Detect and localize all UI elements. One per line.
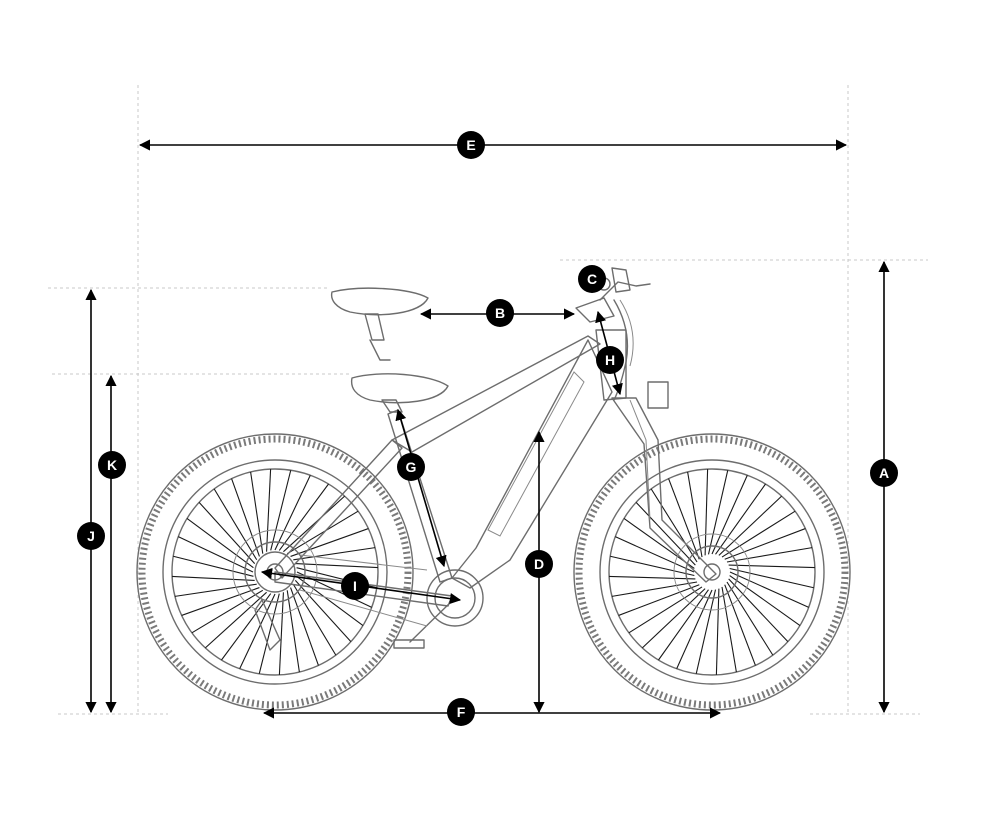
wheel-spoke [658, 589, 709, 661]
wheel-spoke [641, 588, 706, 649]
wheel-spoke [668, 478, 700, 560]
wheel-spoke [704, 469, 709, 556]
dimension-c-badge: C [578, 265, 606, 293]
dimension-g-badge: G [397, 453, 425, 481]
dimension-g-line [395, 408, 447, 568]
wheel-spoke [729, 567, 814, 589]
wheel-spoke [293, 547, 376, 561]
wheel-spoke [290, 528, 369, 557]
wheel-spoke [728, 578, 789, 643]
dimension-g-label: G [406, 459, 417, 475]
dimension-b-label: B [495, 305, 505, 321]
wheel-spoke [610, 555, 695, 577]
dimension-a-badge: A [870, 459, 898, 487]
dimension-e-badge: E [457, 131, 485, 159]
dimension-d-badge: D [525, 550, 553, 578]
wheel-spoke [292, 583, 337, 656]
wheel-spoke [286, 510, 359, 555]
wheel-spoke [250, 471, 264, 554]
dimension-labels: E B C H A K G J [77, 131, 898, 726]
wheel-spoke [283, 495, 346, 553]
wheel-spoke [609, 575, 696, 580]
wheel-spoke [258, 593, 280, 674]
wheel-spoke [729, 575, 801, 626]
dimension-k-label: K [107, 457, 117, 473]
wheel-spoke [611, 581, 698, 597]
wheel-spoke [687, 471, 703, 558]
wheel-spoke [726, 547, 813, 563]
wheel-spoke [615, 536, 695, 573]
wheel-spoke [181, 587, 260, 616]
dimension-f-badge: F [447, 698, 475, 726]
wheel-spoke [728, 564, 815, 569]
wheel-spoke [186, 518, 254, 569]
dimension-i-badge: I [341, 572, 369, 600]
bicycle-drawing [136, 267, 851, 711]
front-wheel [573, 433, 851, 711]
wheel-spoke [172, 575, 255, 581]
dimension-b-badge: B [486, 299, 514, 327]
wheel-spoke [213, 488, 258, 561]
dimension-j-badge: J [77, 522, 105, 550]
wheel-spoke [724, 528, 806, 560]
wheel-spoke [707, 470, 729, 555]
wheel-spoke [726, 581, 774, 656]
wheel-spoke [711, 475, 748, 555]
wheel-spoke [721, 510, 796, 558]
wheel-spoke [178, 536, 254, 573]
wheel-spoke [286, 590, 300, 673]
wheel-spoke [695, 589, 717, 674]
wheel-spoke [715, 483, 766, 555]
seat-raised [330, 287, 429, 361]
wheel-spoke [173, 555, 254, 577]
wheel-spoke [724, 584, 756, 666]
dimension-e-label: E [466, 137, 475, 153]
dimension-k-badge: K [98, 451, 126, 479]
frame [274, 329, 717, 607]
dimension-i-label: I [353, 578, 357, 594]
dimension-lines [85, 139, 890, 719]
wheel-spoke [721, 586, 737, 673]
dimension-j-label: J [87, 528, 95, 544]
dimension-h-badge: H [596, 346, 624, 374]
wheel-spoke [221, 593, 272, 661]
wheel-spoke [650, 488, 698, 563]
wheel-spoke [191, 589, 264, 634]
wheel-spoke [274, 475, 311, 551]
dimension-h-label: H [605, 352, 615, 368]
wheel-spoke [231, 478, 260, 557]
wheel-spoke [295, 563, 378, 569]
wheel-spoke [676, 589, 713, 669]
dimension-d-label: D [534, 556, 544, 572]
wheel-spoke [174, 583, 257, 597]
wheel-spoke [635, 501, 696, 566]
wheel-spoke [204, 591, 267, 649]
wheel-spoke [239, 593, 276, 669]
wheel-spoke [290, 587, 319, 666]
dimension-a-label: A [879, 465, 889, 481]
wheel-spoke [718, 495, 783, 556]
wheel-spoke [729, 571, 809, 608]
dimension-f-label: F [457, 704, 466, 720]
wheel-spoke [266, 469, 272, 552]
reference-lines [48, 85, 928, 715]
seat-lowered [350, 373, 449, 413]
wheel-spoke [278, 483, 329, 551]
wheel-spoke [270, 470, 292, 551]
wheel-spoke [618, 584, 700, 616]
wheel-spoke [628, 586, 703, 634]
wheel-spoke [198, 501, 256, 564]
wheel-spoke [278, 592, 284, 675]
dimension-c-label: C [587, 271, 597, 287]
wheel-spoke [715, 588, 720, 675]
